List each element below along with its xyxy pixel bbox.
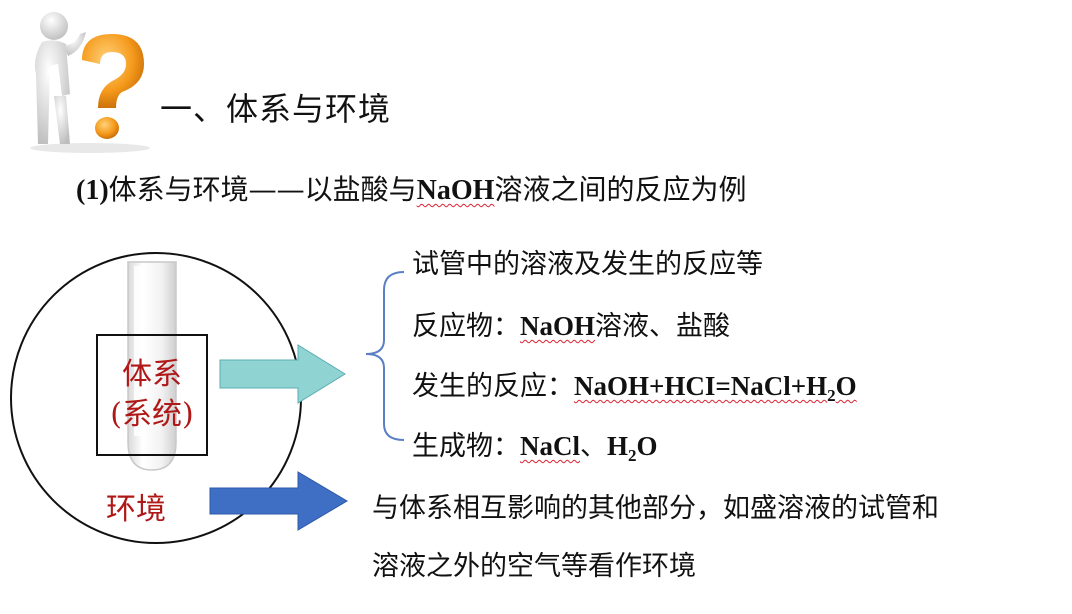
product-nacl: NaCl: [520, 431, 580, 461]
system-sublabel: (系统): [110, 397, 194, 432]
reactants-label: 反应物：: [412, 311, 520, 342]
water-o: O: [636, 431, 658, 461]
environment-arrow-icon: [209, 471, 348, 531]
environment-label: 环境: [106, 492, 166, 527]
question-mark-person-icon: [30, 12, 150, 153]
equation-end: O: [835, 371, 857, 401]
products-label: 生成物：: [412, 431, 520, 462]
reaction-label: 发生的反应：: [412, 371, 574, 402]
subtitle-naoh: NaOH: [416, 175, 495, 206]
section-subtitle: (1)体系与环境——以盐酸与NaOH溶液之间的反应为例: [76, 168, 746, 208]
page-title: 一、体系与环境: [160, 90, 392, 128]
reactants-rest: 溶液、盐酸: [595, 311, 731, 342]
subtitle-text: 体系与环境——以盐酸与: [108, 173, 417, 206]
products-separator: 、: [580, 431, 607, 462]
environment-desc-line-2: 溶液之外的空气等看作环境: [372, 551, 696, 582]
system-arrow-icon: [219, 344, 346, 404]
water-subscript: 2: [628, 446, 637, 465]
water-h: H: [607, 431, 629, 461]
brace-icon: [365, 271, 405, 441]
system-item-4: 生成物：NaCl、H2O: [412, 424, 658, 466]
system-item-2: 反应物：NaOH溶液、盐酸: [412, 304, 730, 343]
reaction-equation: NaOH+HCI=NaCl+H2O: [574, 371, 857, 405]
subtitle-number: (1): [76, 175, 109, 206]
system-item-3: 发生的反应：NaOH+HCI=NaCl+H2O: [412, 364, 857, 406]
product-water: H2O: [607, 431, 658, 465]
system-box: 体系 (系统): [96, 334, 208, 456]
environment-desc-line-1: 与体系相互影响的其他部分，如盛溶液的试管和: [372, 493, 939, 524]
subtitle-suffix: 溶液之间的反应为例: [494, 173, 747, 206]
equation-subscript: 2: [827, 386, 836, 405]
system-item-1: 试管中的溶液及发生的反应等: [412, 249, 763, 280]
equation-main: NaOH+HCI=NaCl+H: [574, 371, 828, 401]
reactant-naoh: NaOH: [520, 311, 596, 341]
system-label: 体系: [122, 357, 182, 392]
